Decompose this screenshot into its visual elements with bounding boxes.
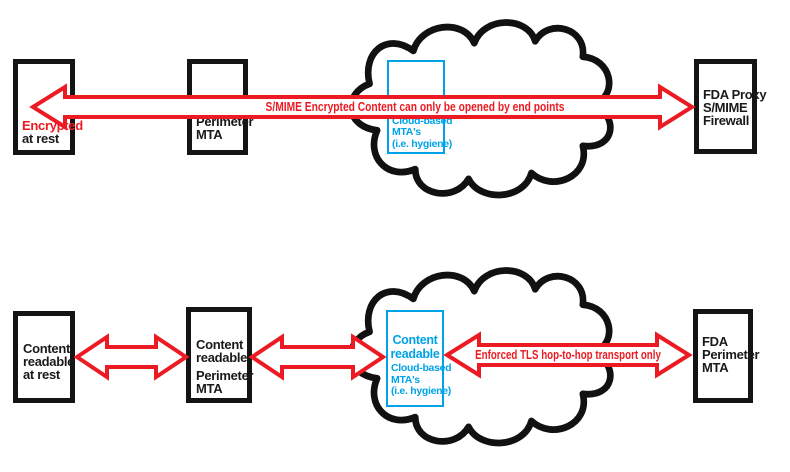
tls-arrow-label: Enforced TLS hop-to-hop transport only: [475, 348, 661, 362]
smime-arrow-label: S/MIME Encrypted Content can only be ope…: [265, 100, 565, 114]
content-readable-at-rest-box: Content readable at rest: [13, 311, 75, 403]
arrow-endpoint-perimeter: [73, 333, 190, 381]
at-rest-label: at rest: [22, 131, 59, 146]
fda-proxy-smime-firewall-box: FDA Proxy S/MIME Firewall: [694, 59, 767, 154]
arrow-perimeter-cloud: [248, 333, 387, 381]
smime-end-to-end-arrow: [29, 83, 696, 131]
encrypted-label: Encrypted: [22, 118, 83, 133]
perimeter-mta-box-bottom: Content readable Perimeter MTA: [186, 307, 254, 403]
tls-hop-to-hop-arrow: [443, 331, 693, 379]
cloud-mta-box-bottom: Content readable Cloud-based MTA's (i.e.…: [386, 310, 452, 407]
fda-perimeter-mta-box: FDA Perimeter MTA: [693, 309, 760, 403]
